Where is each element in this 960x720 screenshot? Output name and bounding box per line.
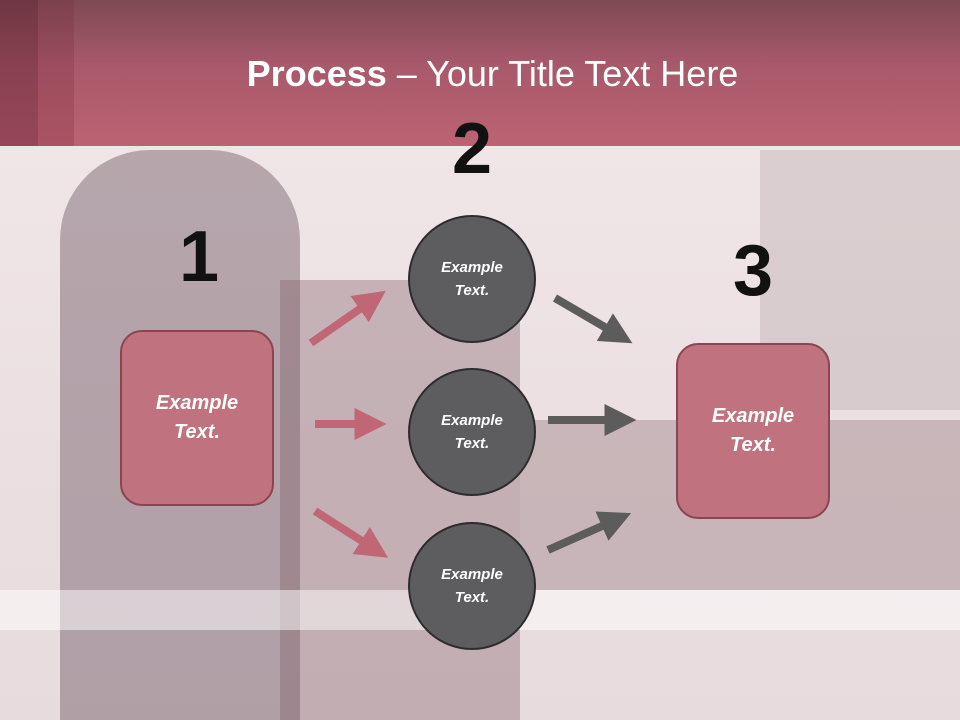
step-number-2: 2	[451, 109, 493, 189]
arrow-bottom-to-3	[546, 511, 632, 554]
title-bar-accent-secondary	[38, 0, 74, 146]
step-circle-middle-text: Example Text.	[441, 412, 503, 452]
step-number-3: 3	[732, 231, 774, 311]
step-circle-bottom: Example Text.	[408, 522, 536, 650]
slide-title: Process – Your Title Text Here	[0, 52, 960, 96]
step-box-3-text: Example Text.	[711, 405, 795, 456]
step-number-1: 1	[178, 217, 220, 297]
slide-title-rest: – Your Title Text Here	[386, 53, 739, 94]
arrow-1-to-bottom	[312, 507, 389, 558]
step-circle-bottom-text: Example Text.	[441, 566, 503, 606]
title-bar-accent	[0, 0, 38, 146]
step-box-1: Example Text.	[120, 330, 274, 506]
title-bar	[0, 0, 960, 146]
step-box-3: Example Text.	[676, 343, 830, 519]
step-box-1-text: Example Text.	[155, 392, 239, 443]
step-circle-middle: Example Text.	[408, 368, 536, 496]
arrow-top-to-3	[552, 294, 633, 344]
step-circle-top: Example Text.	[408, 215, 536, 343]
arrow-1-to-top	[308, 290, 386, 347]
step-circle-top-text: Example Text.	[441, 259, 503, 299]
slide-title-bold: Process	[246, 53, 387, 94]
